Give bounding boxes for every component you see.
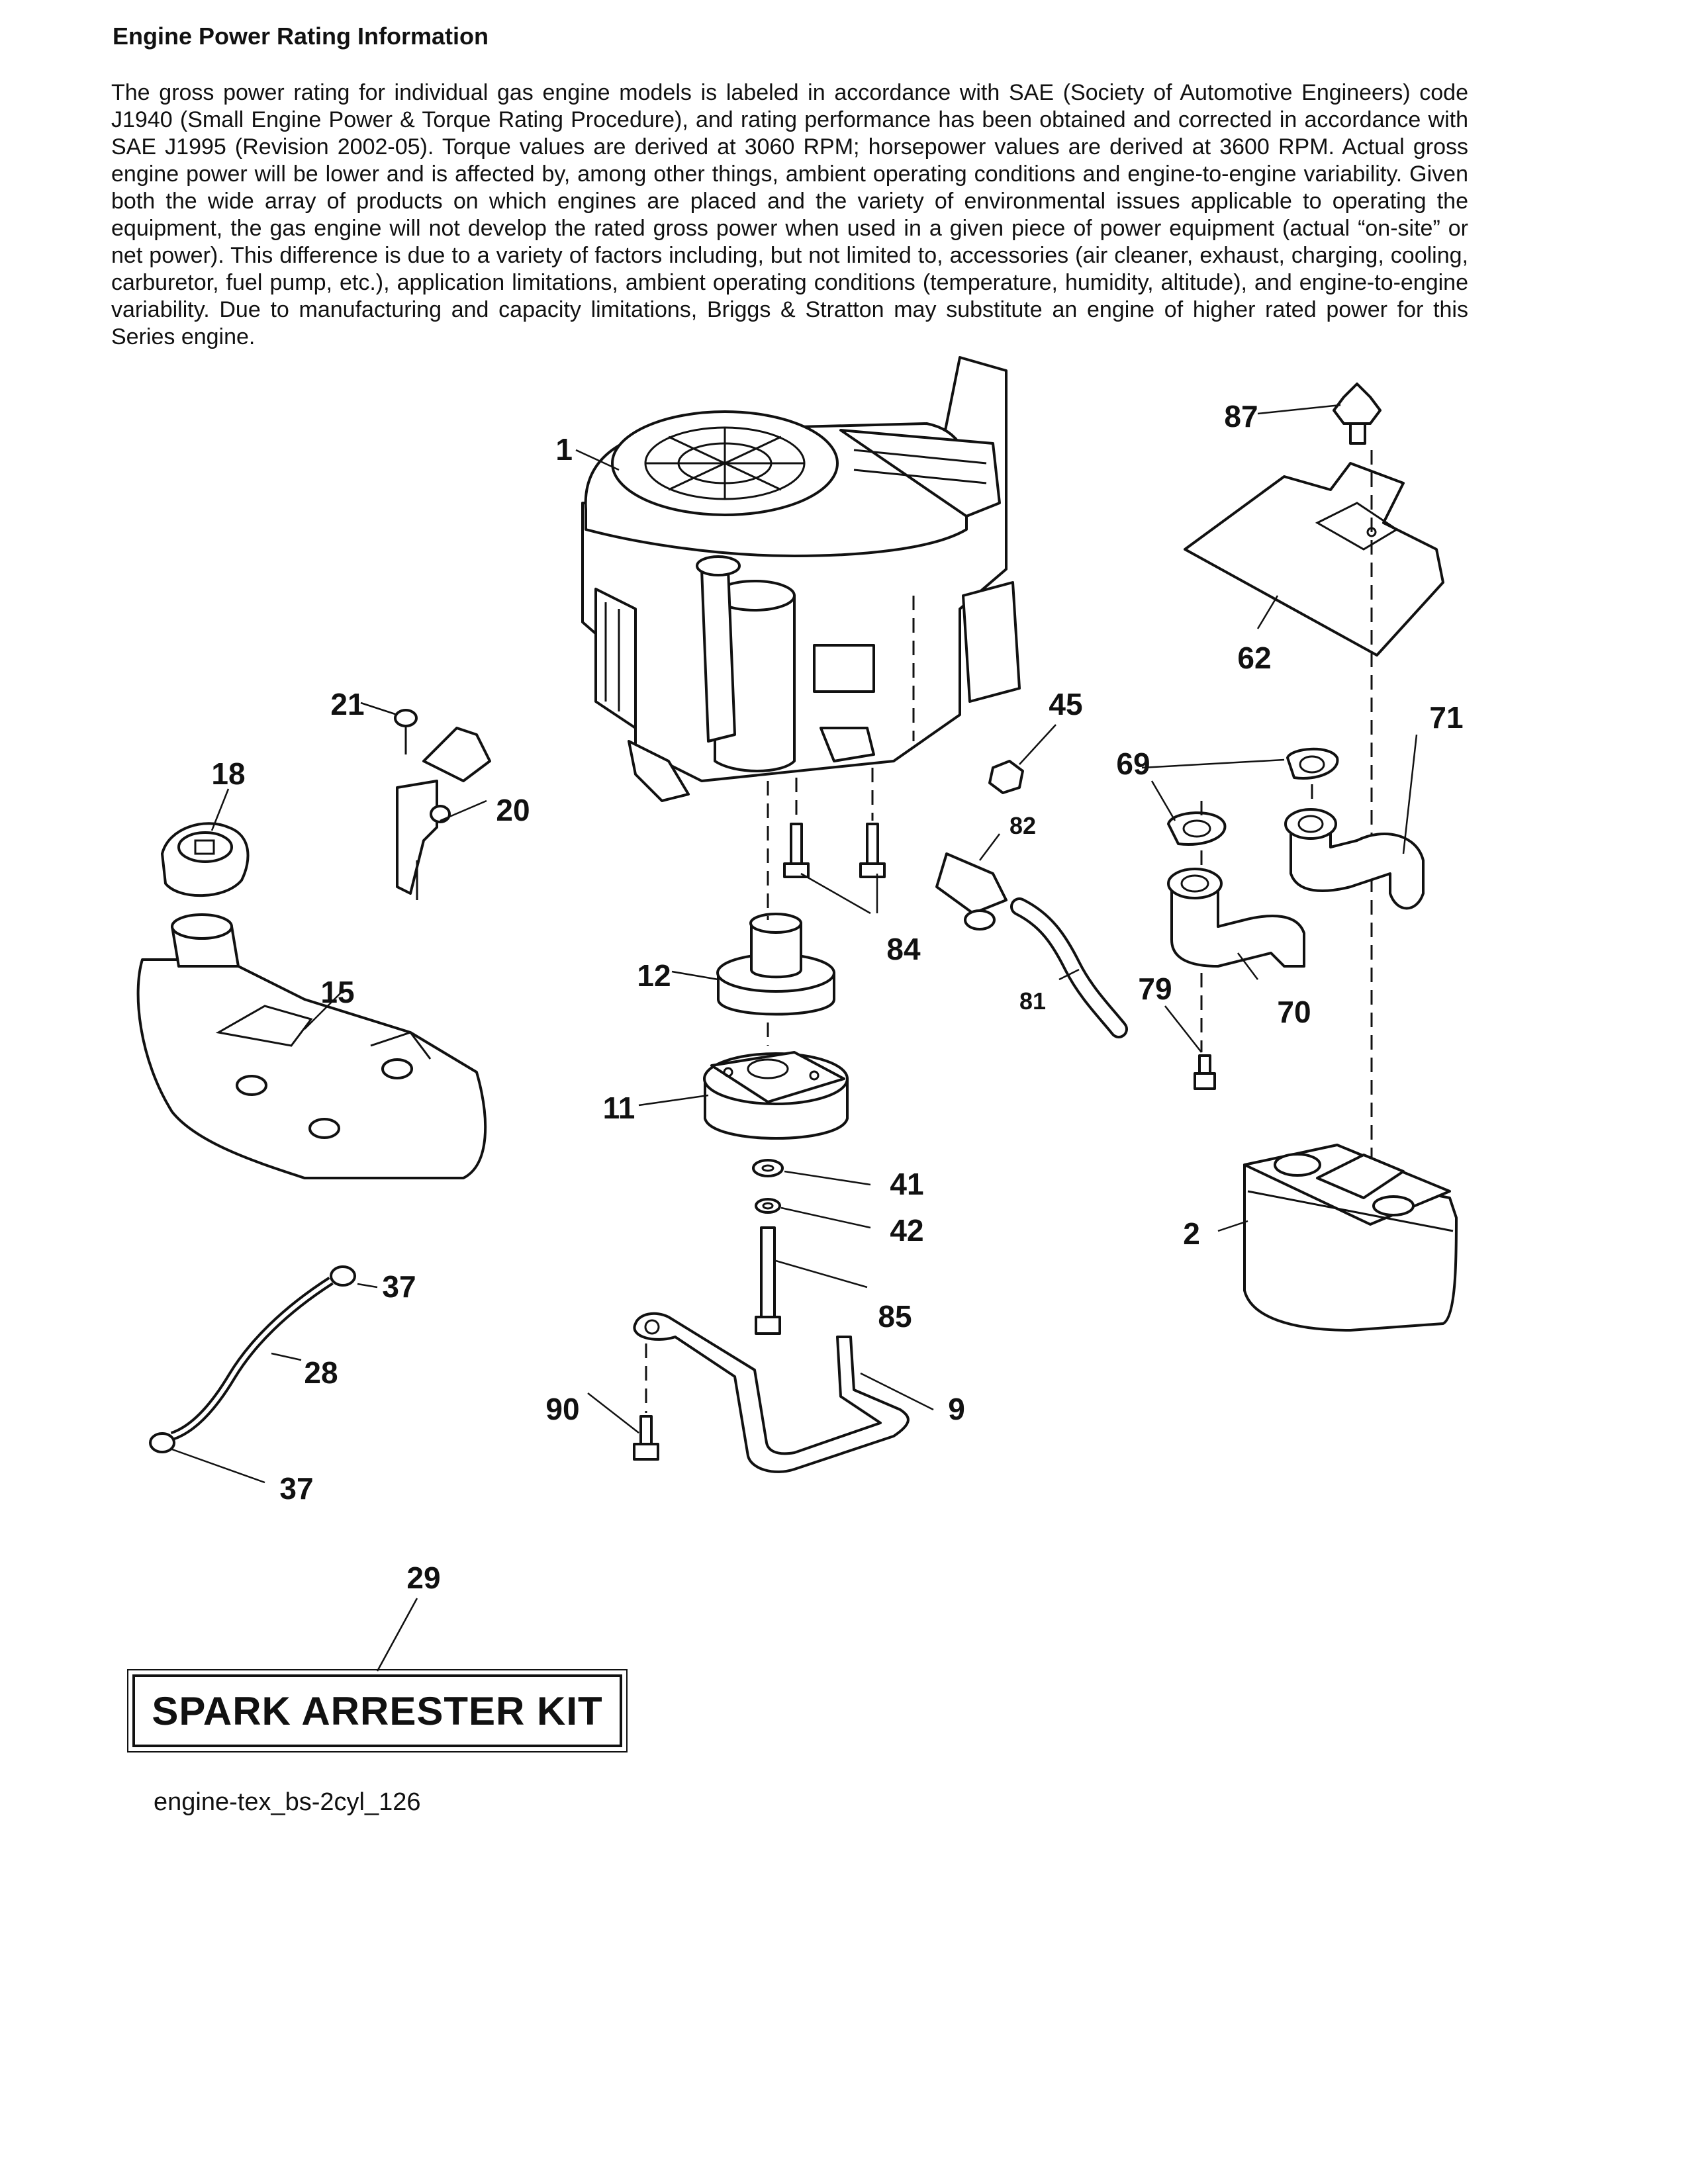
engine-part — [581, 356, 1021, 802]
pulley-part — [716, 913, 835, 1016]
callout-28: 28 — [304, 1355, 338, 1390]
exhaust-pipe-part-70 — [1167, 868, 1305, 968]
pto-clutch-part — [703, 1051, 849, 1140]
callout-84: 84 — [886, 932, 921, 966]
diagram-reference: engine-tex_bs-2cyl_126 — [154, 1788, 421, 1816]
callout-29: 29 — [406, 1561, 440, 1595]
spark-arrester-kit-box: SPARK ARRESTER KIT — [127, 1669, 628, 1752]
callout-9: 9 — [948, 1392, 965, 1426]
callout-37-top: 37 — [382, 1269, 416, 1304]
callout-45: 45 — [1049, 687, 1082, 721]
oil-drain-hose-part — [1010, 897, 1128, 1038]
callout-41: 41 — [890, 1167, 923, 1201]
callout-37-bottom: 37 — [279, 1471, 313, 1506]
callout-2: 2 — [1183, 1216, 1200, 1251]
callout-42: 42 — [890, 1213, 923, 1248]
fuel-line-part — [170, 1277, 334, 1441]
fuel-cap-part — [161, 822, 250, 897]
exhaust-bolt-part — [1194, 1054, 1216, 1090]
clamp-part-bottom — [149, 1432, 175, 1453]
callout-71: 71 — [1429, 700, 1463, 735]
nut-part — [988, 760, 1024, 794]
heat-shield-part — [1184, 462, 1444, 657]
exhaust-pipe-part-71 — [1284, 808, 1425, 910]
callout-87: 87 — [1224, 399, 1258, 433]
screw-part — [1333, 383, 1382, 445]
callout-82: 82 — [1009, 812, 1036, 839]
washer-part-41 — [752, 1159, 784, 1177]
throttle-control-part — [396, 727, 491, 900]
callout-1: 1 — [555, 432, 573, 467]
callout-70: 70 — [1277, 995, 1311, 1029]
clamp-part-top — [330, 1265, 356, 1287]
power-rating-paragraph: The gross power rating for individual ga… — [111, 80, 1468, 349]
callout-62: 62 — [1237, 641, 1271, 675]
callout-81: 81 — [1019, 987, 1046, 1015]
callout-79: 79 — [1138, 972, 1172, 1006]
callout-20: 20 — [496, 793, 530, 827]
gasket-part-b — [1167, 811, 1227, 846]
callout-11: 11 — [603, 1091, 635, 1125]
callout-69: 69 — [1116, 747, 1150, 781]
washer-part-42 — [755, 1198, 781, 1214]
oil-drain-valve-part — [935, 852, 1008, 931]
callout-18: 18 — [211, 756, 245, 791]
engine-bolt-part-b — [859, 823, 886, 878]
engine-bolt-part-a — [783, 823, 810, 878]
callout-15: 15 — [320, 975, 354, 1009]
bracket-bolt-part — [633, 1415, 659, 1461]
callout-85: 85 — [878, 1299, 912, 1334]
page-title: Engine Power Rating Information — [113, 23, 489, 50]
gasket-part-a — [1286, 747, 1339, 780]
spark-arrester-kit-label: SPARK ARRESTER KIT — [152, 1688, 603, 1733]
bolt-part — [394, 709, 418, 754]
muffler-bracket-part — [633, 1312, 910, 1473]
fuel-tank-part — [136, 913, 487, 1179]
muffler-part — [1243, 1144, 1458, 1332]
callout-21: 21 — [330, 687, 364, 721]
callout-90: 90 — [545, 1392, 579, 1426]
callout-12: 12 — [637, 958, 671, 993]
clutch-bolt-part — [755, 1226, 781, 1335]
